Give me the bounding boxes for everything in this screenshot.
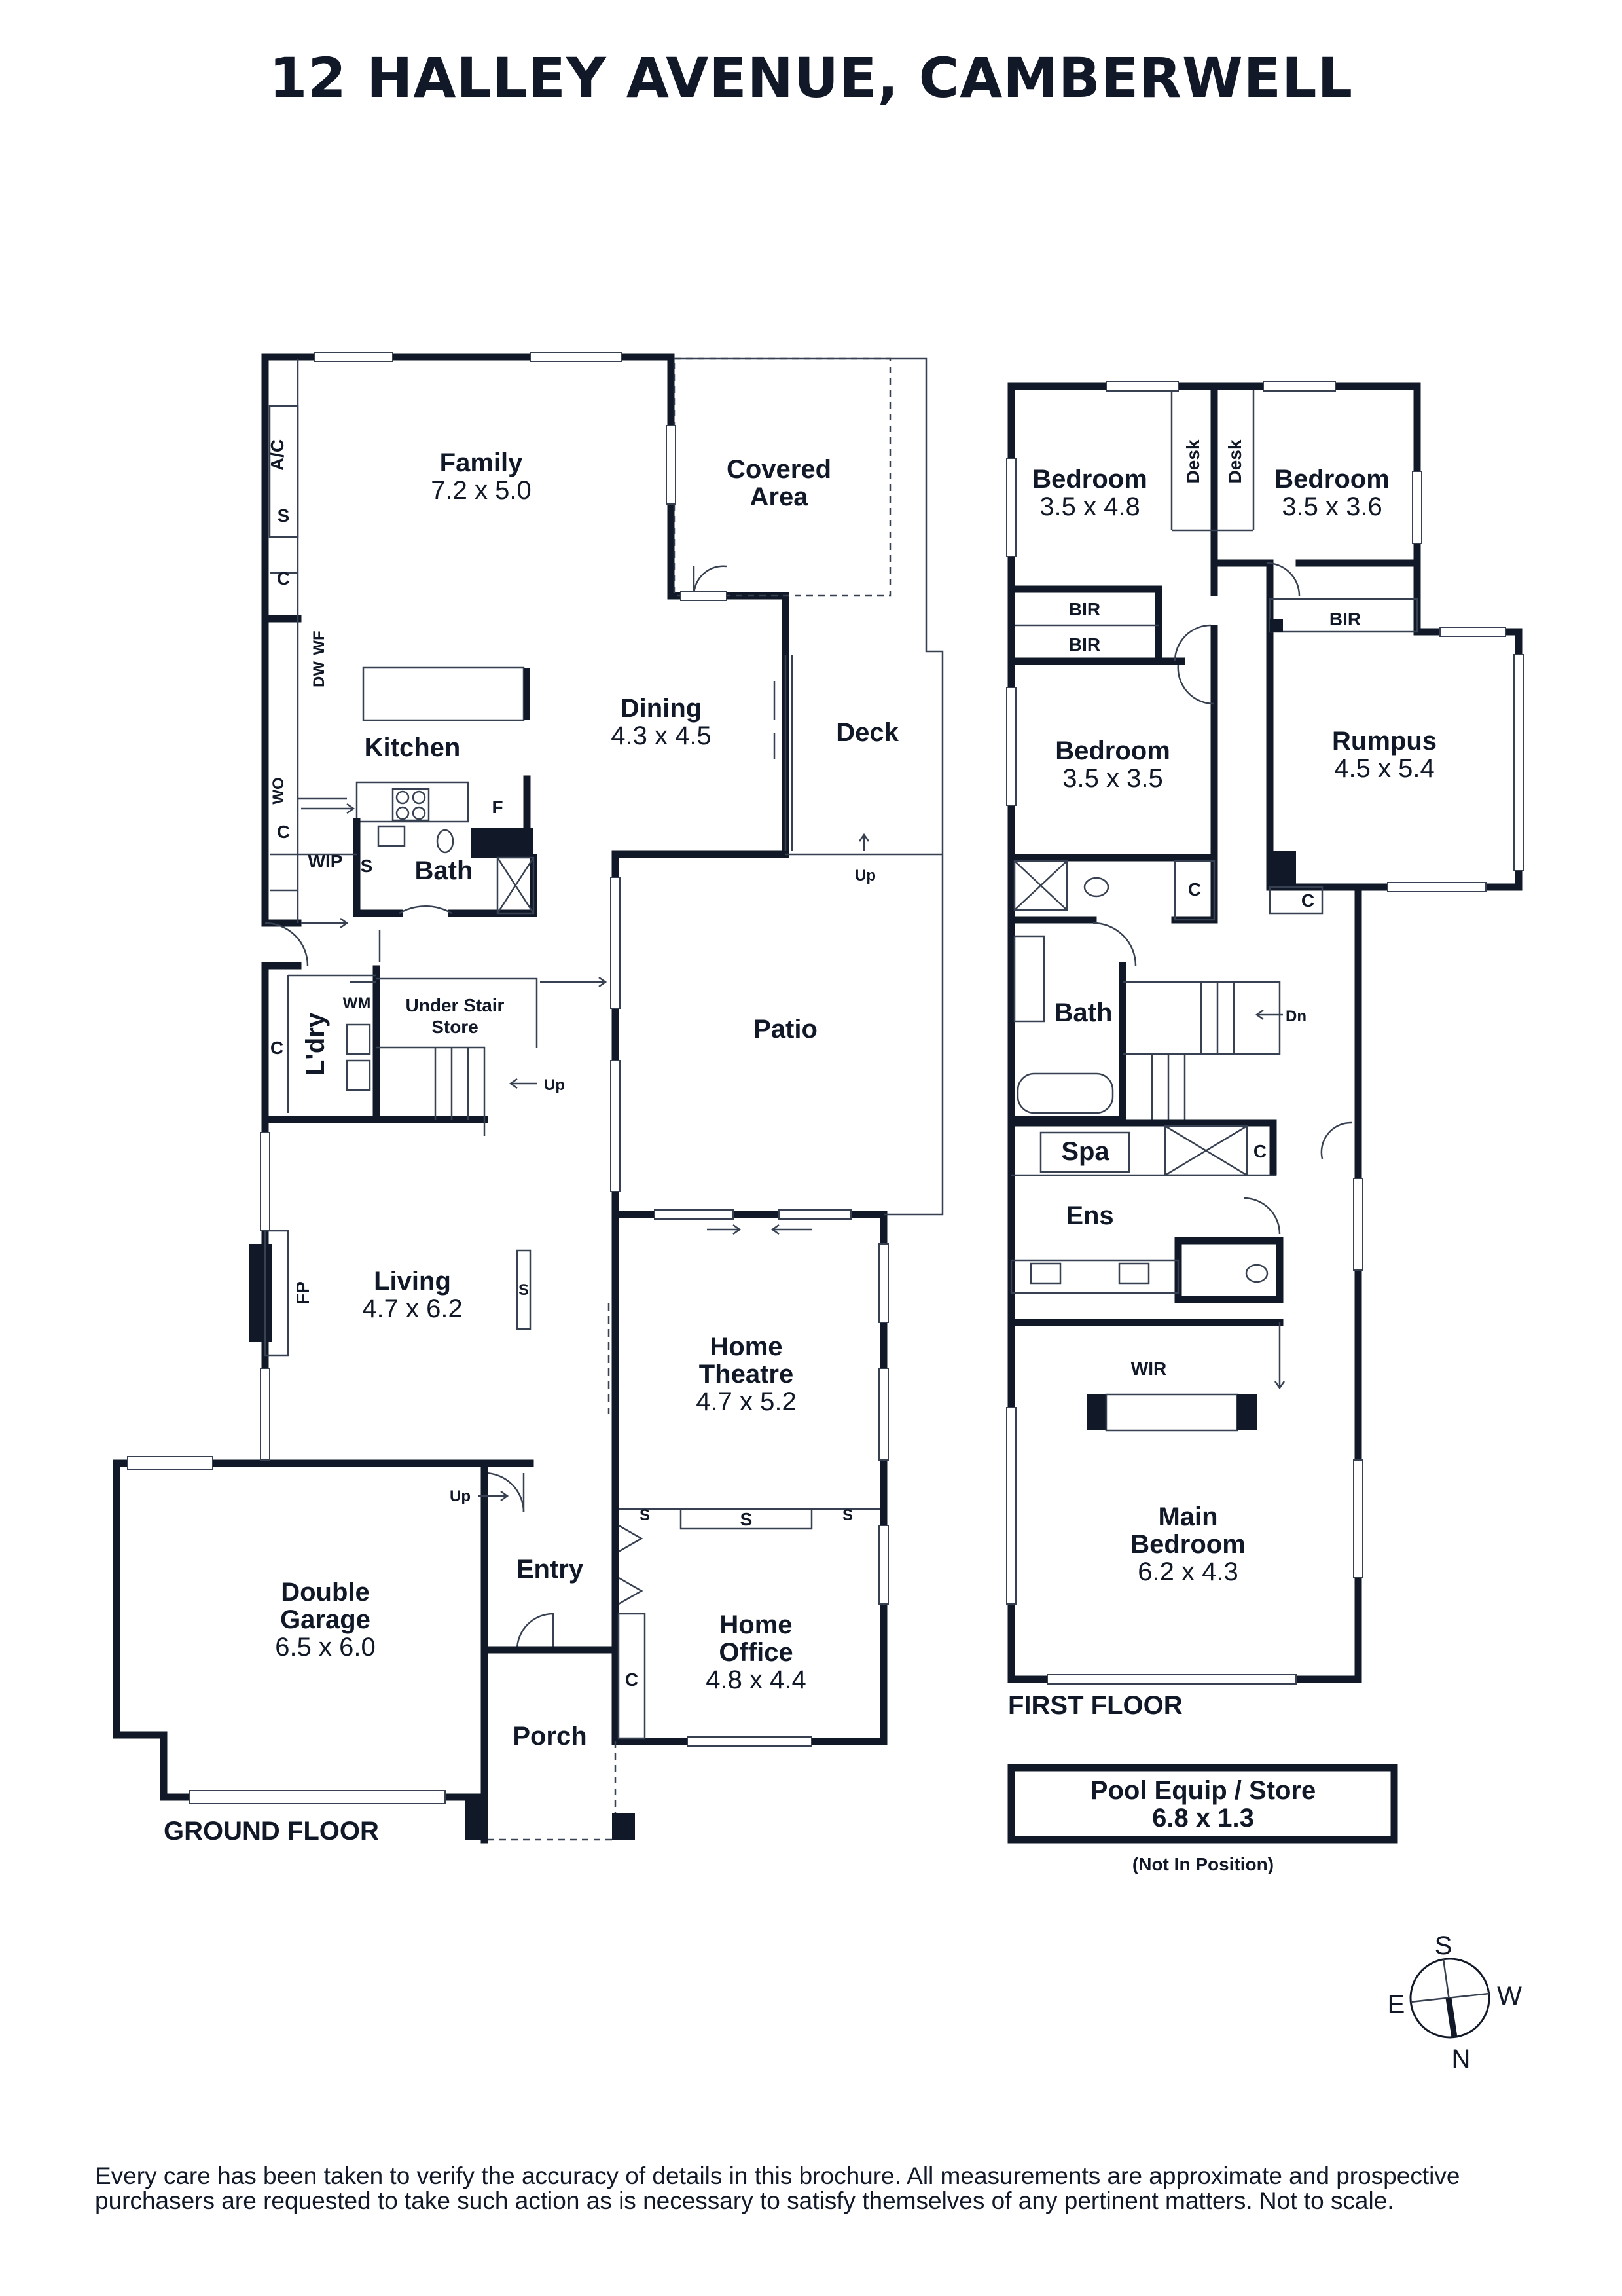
bir-top-label: BIR xyxy=(1069,599,1100,619)
family-dims: 7.2 x 5.0 xyxy=(431,476,531,505)
dw-label: DW xyxy=(310,661,328,687)
bedroom1-label: Bedroom xyxy=(1032,465,1147,494)
kitchen-label: Kitchen xyxy=(365,733,461,762)
main-bedroom-label-2: Bedroom xyxy=(1130,1530,1246,1559)
stair-dn-label: Dn xyxy=(1286,1008,1307,1025)
office-shelf-left-label: S xyxy=(640,1506,650,1524)
cupboard-label: C xyxy=(277,568,290,589)
home-office-label-1: Home xyxy=(719,1611,792,1639)
home-theatre-label-1: Home xyxy=(710,1332,782,1361)
bedroom2-label: Bedroom xyxy=(1274,465,1390,494)
wo-label: WO xyxy=(270,777,287,804)
home-office-dims: 4.8 x 4.4 xyxy=(706,1666,806,1694)
bedroom3-dims: 3.5 x 3.5 xyxy=(1062,764,1162,793)
home-theatre-label-2: Theatre xyxy=(699,1360,794,1389)
pool-store-box xyxy=(1007,1764,1398,1844)
shelf-label: S xyxy=(278,505,290,526)
dining-label: Dining xyxy=(621,694,702,723)
living-dims: 4.7 x 6.2 xyxy=(362,1294,462,1323)
family-label: Family xyxy=(440,448,523,477)
bir-right-label: BIR xyxy=(1329,609,1361,629)
wf-label: WF xyxy=(310,630,328,655)
compass-east: E xyxy=(1388,1990,1405,2019)
rumpus-cupboard-label: C xyxy=(1301,890,1314,911)
deck-label: Deck xyxy=(836,718,899,747)
first-floor-label: FIRST FLOOR xyxy=(1008,1691,1183,1720)
covered-area-label-2: Area xyxy=(750,483,809,511)
main-bedroom-dims: 6.2 x 4.3 xyxy=(1138,1558,1238,1586)
main-bedroom-label-1: Main xyxy=(1158,1503,1217,1531)
pool-store-note: (Not In Position) xyxy=(1132,1854,1274,1874)
living-shelf-label: S xyxy=(518,1281,529,1299)
wip-label: WIP xyxy=(308,851,343,871)
laundry-label: L'dry xyxy=(301,1012,330,1076)
ens-label: Ens xyxy=(1066,1201,1113,1230)
home-office-label-2: Office xyxy=(719,1638,793,1667)
patio-up-label: Up xyxy=(855,867,876,884)
ac-label: A/C xyxy=(267,439,287,471)
first-bath-label: Bath xyxy=(1054,998,1113,1027)
compass-north: N xyxy=(1452,2045,1471,2073)
entry-label: Entry xyxy=(516,1555,584,1584)
patio-label: Patio xyxy=(753,1015,818,1044)
disclaimer-line-2: purchasers are requested to take such ac… xyxy=(95,2187,1394,2214)
bir-bottom-label: BIR xyxy=(1069,634,1100,655)
compass-south: S xyxy=(1435,1931,1452,1960)
home-theatre-dims: 4.7 x 5.2 xyxy=(696,1387,796,1416)
bedroom1-dims: 3.5 x 4.8 xyxy=(1039,492,1140,521)
disclaimer-line-1: Every care has been taken to verify the … xyxy=(95,2162,1460,2189)
double-garage-label-1: Double xyxy=(281,1578,370,1607)
office-cupboard-label: C xyxy=(625,1669,638,1690)
ens-cupboard-label: C xyxy=(1253,1141,1267,1161)
dining-dims: 4.3 x 4.5 xyxy=(611,721,711,750)
bath-label: Bath xyxy=(415,856,473,885)
ground-floor-label: GROUND FLOOR xyxy=(164,1817,379,1846)
fp-label: FP xyxy=(293,1281,313,1305)
spa-label: Spa xyxy=(1061,1137,1109,1166)
bath-cupboard-label: C xyxy=(1188,879,1201,900)
desk-left-label: Desk xyxy=(1183,439,1203,483)
wip-shelf-label: S xyxy=(361,856,373,876)
laundry-cupboard-label: C xyxy=(270,1038,283,1058)
covered-area-label-1: Covered xyxy=(727,455,831,484)
desk-right-label: Desk xyxy=(1225,439,1245,483)
compass: S N E W xyxy=(1388,1931,1522,2073)
under-stair-label-2: Store xyxy=(431,1017,478,1037)
double-garage-label-2: Garage xyxy=(280,1605,370,1634)
wir-label: WIR xyxy=(1131,1358,1166,1379)
stair-up-label: Up xyxy=(544,1076,565,1094)
garage-up-label: Up xyxy=(450,1487,471,1505)
double-garage-dims: 6.5 x 6.0 xyxy=(275,1633,375,1662)
ground-floor xyxy=(113,352,944,1844)
office-shelf-right-label: S xyxy=(842,1506,853,1524)
compass-west: W xyxy=(1497,1982,1522,2011)
under-stair-label-1: Under Stair xyxy=(406,995,505,1015)
rumpus-label: Rumpus xyxy=(1332,727,1437,756)
wip-cupboard-label: C xyxy=(277,822,290,842)
porch-label: Porch xyxy=(513,1722,586,1751)
wm-label: WM xyxy=(343,994,371,1012)
pool-store-label: Pool Equip / Store xyxy=(1090,1776,1316,1805)
bedroom2-dims: 3.5 x 3.6 xyxy=(1282,492,1382,521)
fridge-label: F xyxy=(492,797,503,817)
living-label: Living xyxy=(374,1267,451,1296)
disclaimer: Every care has been taken to verify the … xyxy=(95,2164,1561,2214)
bedroom3-label: Bedroom xyxy=(1055,737,1170,765)
pool-store-dims: 6.8 x 1.3 xyxy=(1152,1804,1254,1832)
first-floor xyxy=(1006,381,1524,1685)
office-shelf-label: S xyxy=(740,1509,753,1529)
page-title: 12 HALLEY AVENUE, CAMBERWELL xyxy=(268,46,1354,110)
rumpus-dims: 4.5 x 5.4 xyxy=(1334,754,1434,783)
